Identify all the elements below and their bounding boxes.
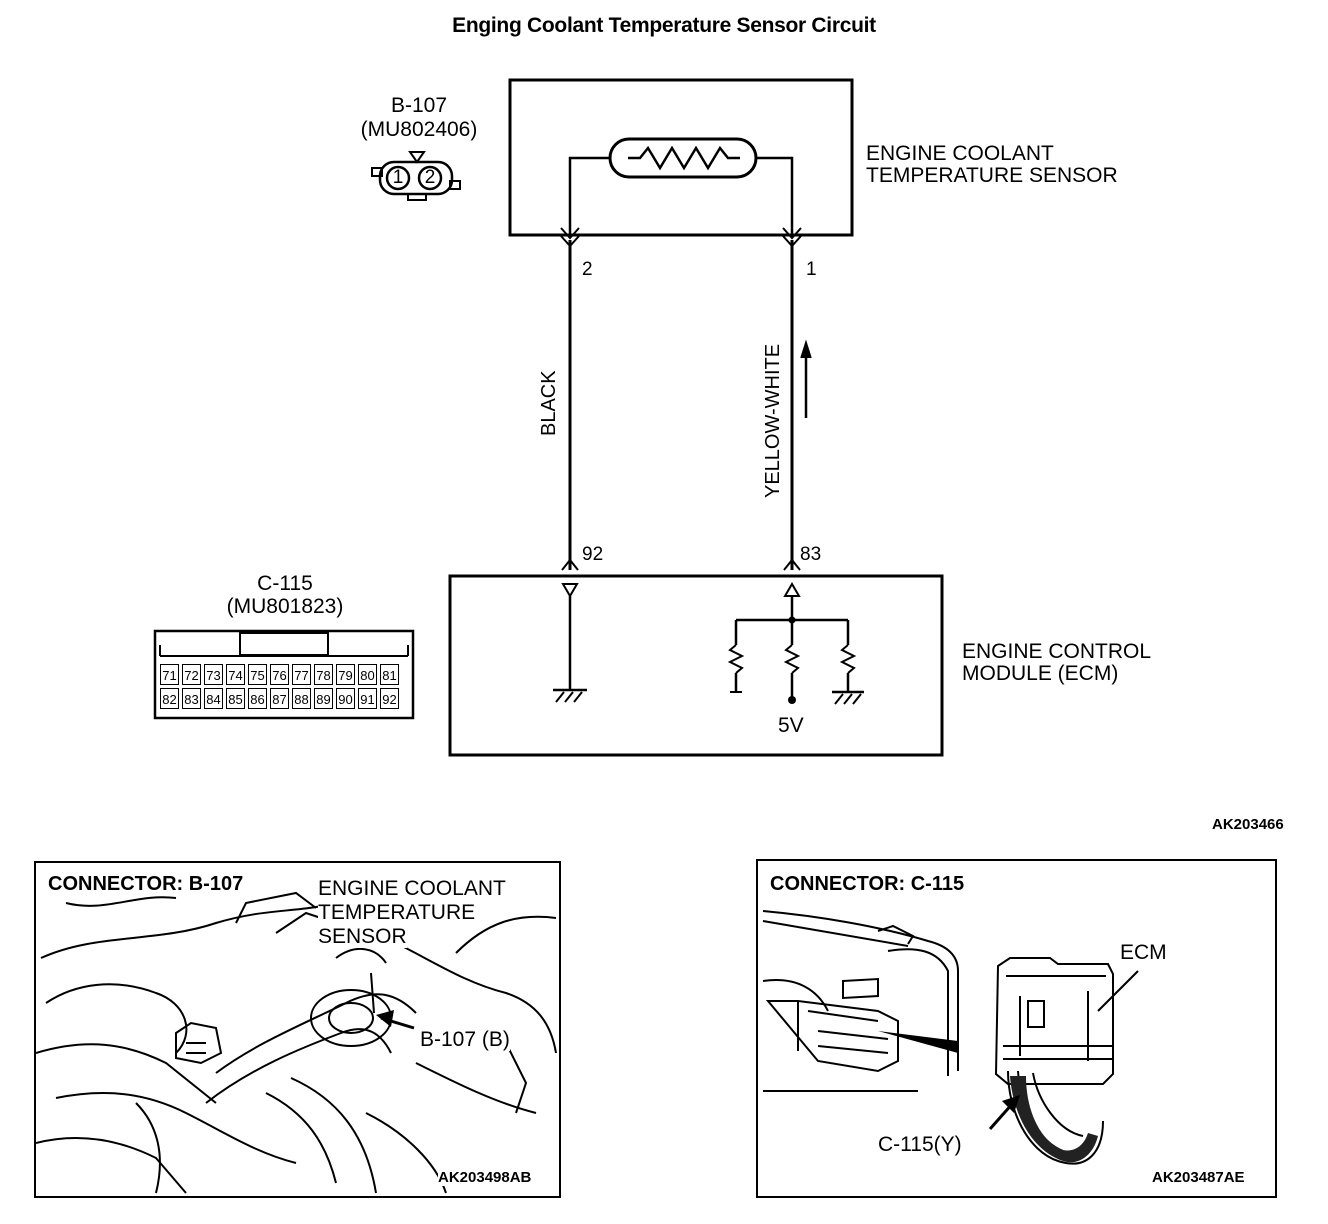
pin-cell: 91 [358,688,377,709]
ecm-location-illustration [762,910,1139,1165]
photo-left-callout-line2: TEMPERATURE [318,901,476,924]
wire-black-label: BLACK [538,370,560,436]
pin-cell: 82 [160,688,179,709]
sensor-pin-2: 2 [424,167,436,188]
pin-cell: 79 [336,664,355,685]
resistor-zigzag [628,145,740,171]
pin-cell: 72 [182,664,201,685]
diagram-code: AK203466 [1212,816,1284,833]
photo-right-pointer-label: C-115(Y) [878,1133,962,1156]
c115-connector-outline [153,629,415,720]
pin-cell: 74 [226,664,245,685]
pin-cell: 76 [270,664,289,685]
sensor-label-line2: TEMPERATURE SENSOR [866,164,1118,187]
supply-voltage-label: 5V [778,714,804,737]
connector-b107-photo: CONNECTOR: B-107 ENGINE COOLANT TEMPERAT… [34,861,561,1198]
pin-cell: 90 [336,688,355,709]
pin-cell: 83 [182,688,201,709]
b107-connector-icon [371,151,461,201]
ecm-box [448,574,944,757]
pin-cell: 85 [226,688,245,709]
wire-yellow-white-ecm-pin: 83 [800,544,822,565]
pin-cell: 78 [314,664,333,685]
pin-cell: 77 [292,664,311,685]
photo-left-heading: CONNECTOR: B-107 [48,873,244,895]
pin-cell: 73 [204,664,223,685]
pin-cell: 84 [204,688,223,709]
photo-left-callout-line3: SENSOR [318,925,407,948]
page-title: Enging Coolant Temperature Sensor Circui… [452,14,876,37]
ecm-connector-part: (MU801823) [226,595,344,618]
pin-cell: 89 [314,688,333,709]
sensor-box [508,78,854,237]
engine-bay-illustration [36,891,557,1194]
pin-cell: 92 [380,688,399,709]
ecm-label-line1: ENGINE CONTROL [962,640,1152,663]
connector-c115-photo: CONNECTOR: C-115 ECM C-115(Y) AK203487AE [756,859,1277,1198]
sensor-label-line1: ENGINE COOLANT [866,142,1054,165]
photo-right-heading: CONNECTOR: C-115 [770,873,965,895]
sensor-pin-1: 1 [392,167,404,188]
pin-cell: 81 [380,664,399,685]
sensor-connector-part: (MU802406) [360,118,478,141]
photo-left-code: AK203498AB [438,1169,532,1186]
photo-right-code: AK203487AE [1152,1169,1245,1186]
wire-black-sensor-pin: 2 [582,259,593,280]
ecm-connector-id: C-115 [257,572,313,595]
pin-cell: 80 [358,664,377,685]
pin-cell: 75 [248,664,267,685]
pin-cell: 86 [248,688,267,709]
pin-cell: 88 [292,688,311,709]
photo-right-callout: ECM [1120,941,1167,964]
photo-left-pointer-label: B-107 (B) [420,1028,510,1051]
sensor-connector-id: B-107 [390,94,448,117]
pin-cell: 71 [160,664,179,685]
ecm-label-line2: MODULE (ECM) [962,662,1119,685]
pin-cell: 87 [270,688,289,709]
wire-black-ecm-pin: 92 [582,544,604,565]
photo-left-callout-line1: ENGINE COOLANT [318,877,506,900]
wire-yellow-white-label: YELLOW-WHITE [762,343,784,498]
wire-yellow-white-sensor-pin: 1 [806,259,817,280]
